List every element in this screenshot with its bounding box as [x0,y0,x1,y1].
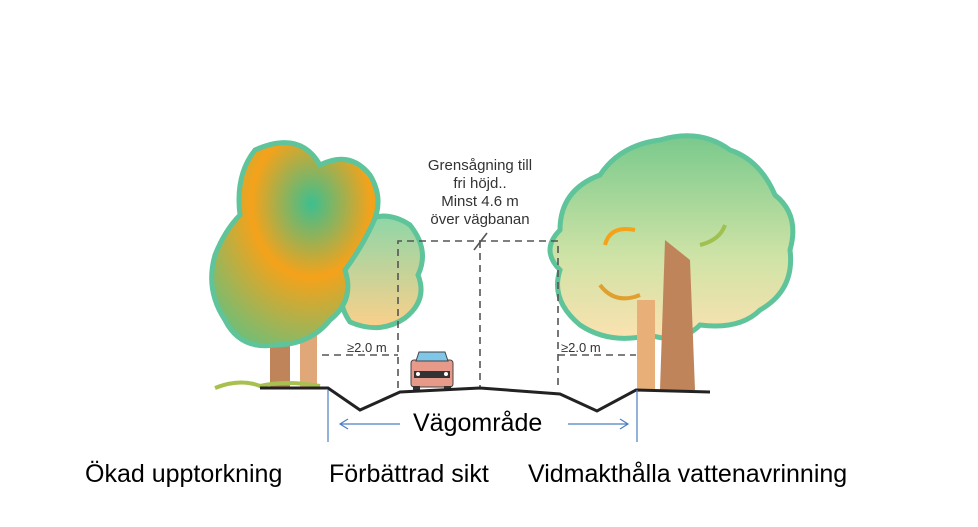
left-grass [214,380,321,390]
road-area-extent [327,390,638,442]
height-tick [473,232,488,251]
right-clearance-label: ≥2.0 m [561,340,601,355]
clearance-note: Grensågning till fri höjd.. Minst 4.6 m … [400,157,560,229]
clearance-lines [322,240,636,390]
left-clearance-label: ≥2.0 m [347,340,387,355]
note-line: över vägbanan [430,211,530,228]
road-area-label: Vägområde [413,409,543,437]
right-tree [547,133,796,390]
note-line: fri höjd.. [453,175,507,192]
benefit-visibility: Förbättrad sikt [329,460,489,488]
benefit-drying: Ökad upptorkning [85,460,283,488]
car-icon [410,351,454,391]
note-line: Grensågning till [427,157,533,174]
note-line: Minst 4.6 m [441,193,519,210]
left-big-crown [209,140,381,349]
road-cross-section [260,386,711,413]
benefit-drainage: Vidmakthålla vattenavrinning [528,460,848,488]
